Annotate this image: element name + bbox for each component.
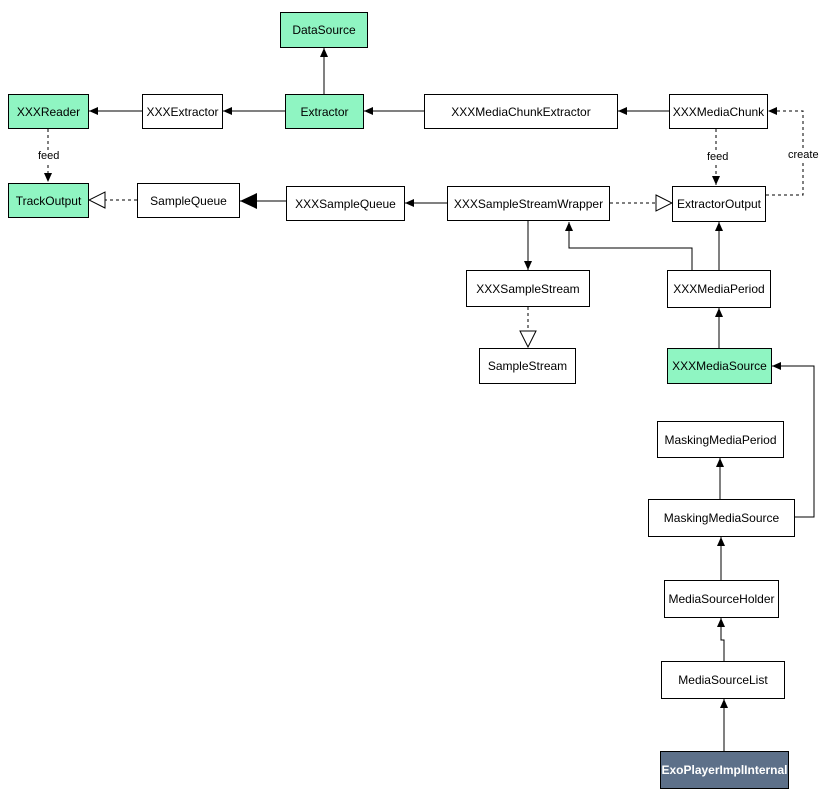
node-xxxreader[interactable]: XXXReader [8,94,89,129]
edge-list-holder [717,618,725,661]
node-datasource[interactable]: DataSource [280,12,368,48]
node-xxxsamplestream[interactable]: XXXSampleStream [466,270,590,307]
edge-maskingsource-xxxmediasource [772,362,815,518]
edge-mediaperiod-wrapper [565,222,693,270]
node-xxxsamplequeue[interactable]: XXXSampleQueue [286,186,405,221]
node-extractoroutput[interactable]: ExtractorOutput [672,186,766,222]
node-trackoutput[interactable]: TrackOutput [8,183,89,218]
node-xxxmediaperiod[interactable]: XXXMediaPeriod [667,270,771,308]
node-xxxmediachunkextractor[interactable]: XXXMediaChunkExtractor [424,94,618,129]
node-xxxmediachunk[interactable]: XXXMediaChunk [669,94,768,129]
node-xxxmediasource[interactable]: XXXMediaSource [667,348,772,384]
node-xxxsamplestreamwrapper[interactable]: XXXSampleStreamWrapper [447,186,610,221]
node-extractor[interactable]: Extractor [285,94,364,129]
node-maskingmediaperiod[interactable]: MaskingMediaPeriod [657,421,784,458]
node-mediasourcelist[interactable]: MediaSourceList [661,661,785,699]
edge-label-create: create [786,149,821,162]
node-exoplayerimplinternal[interactable]: ExoPlayerImplInternal [660,751,789,789]
edge-label-feed-reader: feed [36,150,62,163]
node-samplequeue[interactable]: SampleQueue [137,183,240,218]
node-samplestream[interactable]: SampleStream [479,348,576,384]
node-xxxextractor[interactable]: XXXExtractor [142,94,223,129]
edge-label-feed-chunk: feed [705,151,731,164]
node-maskingmediasource[interactable]: MaskingMediaSource [648,499,795,537]
node-mediasourceholder[interactable]: MediaSourceHolder [664,580,779,618]
